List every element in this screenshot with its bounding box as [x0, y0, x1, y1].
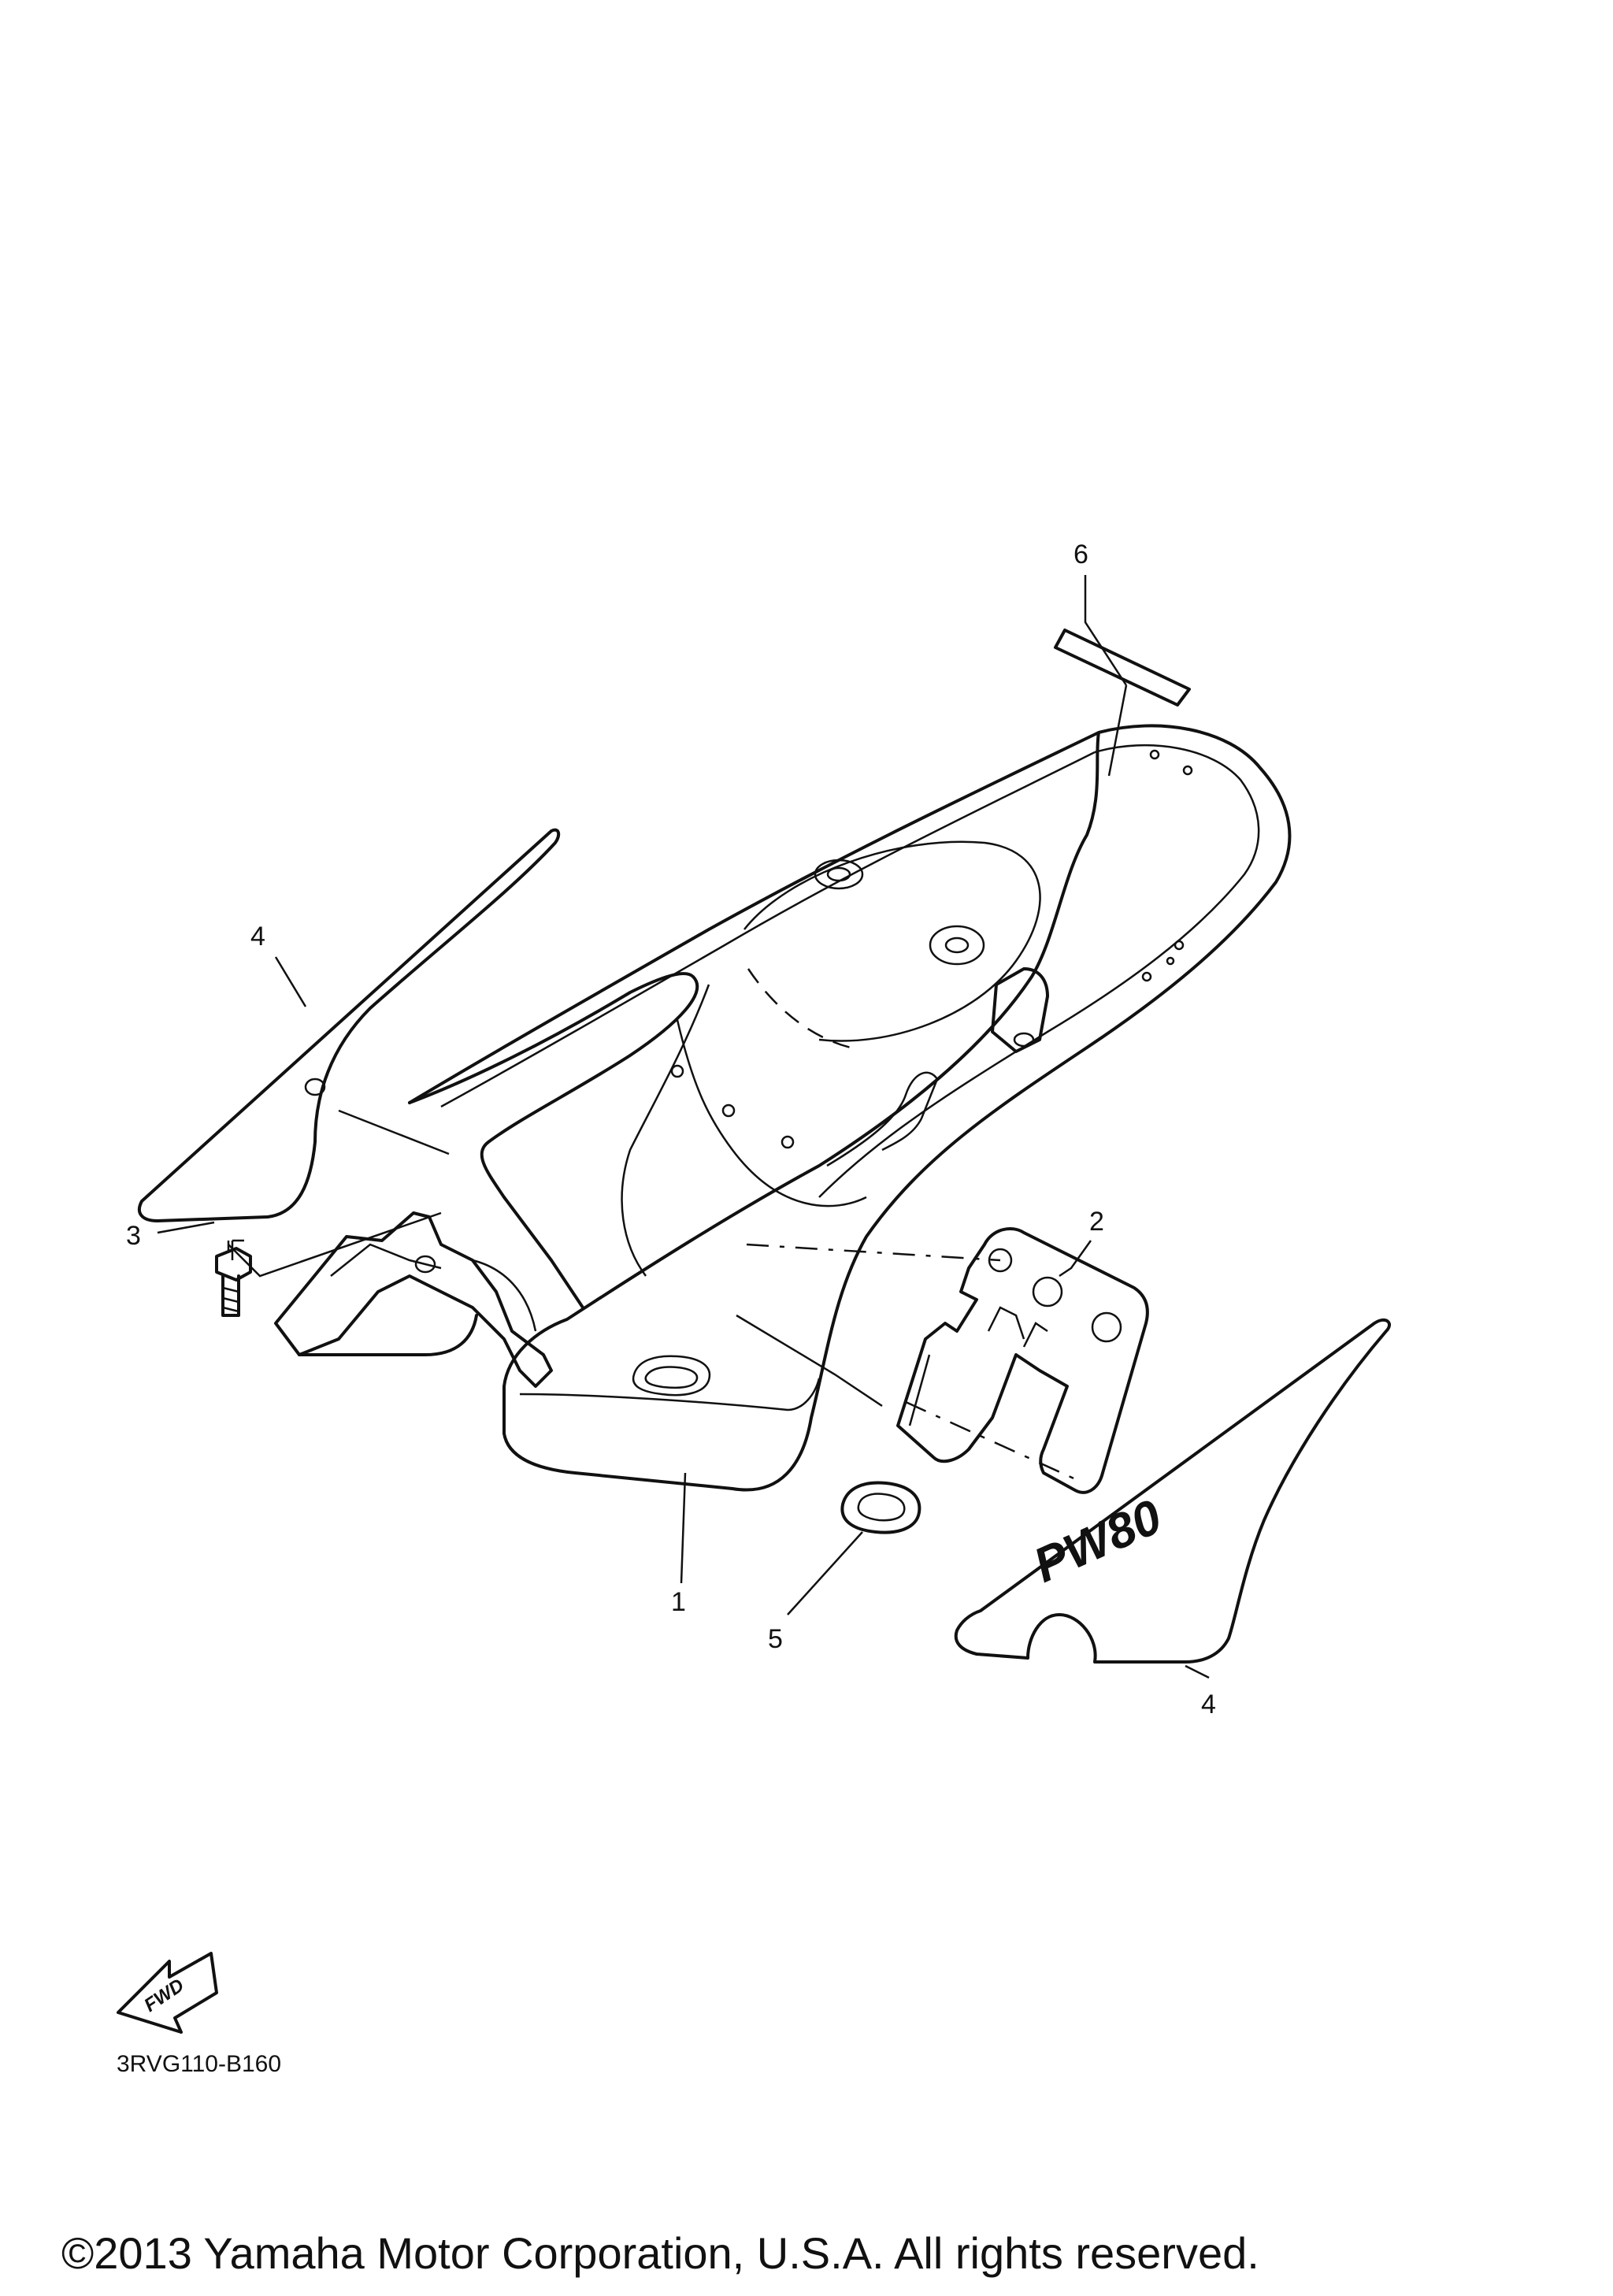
part-1-rear-fender	[274, 724, 1292, 1492]
copyright-notice: ©2013 Yamaha Motor Corporation, U.S.A. A…	[61, 2228, 1259, 2278]
part-5-grommet	[840, 1481, 921, 1534]
part-4-side-decal-left	[137, 828, 561, 1222]
decal-text: PW80	[1026, 1489, 1170, 1593]
leader-lines	[157, 575, 1210, 1679]
part-2-bracket	[896, 1227, 1149, 1494]
callout-1: 1	[671, 1587, 686, 1617]
part-3-bolt	[215, 1247, 252, 1317]
part-6-label-strip	[1054, 629, 1191, 707]
callout-4-right: 4	[1201, 1690, 1216, 1719]
part-4-side-decal-right: PW80	[954, 1318, 1391, 1664]
callout-4-left: 4	[250, 922, 265, 951]
drawing-code: 3RVG110-B160	[117, 2051, 281, 2077]
callout-2: 2	[1089, 1207, 1104, 1237]
fwd-arrow-icon: FWD	[117, 1952, 218, 2034]
callout-5: 5	[768, 1624, 783, 1654]
callout-3: 3	[126, 1221, 141, 1251]
alignment-lines	[746, 1243, 1080, 1482]
callout-6: 6	[1073, 540, 1088, 569]
